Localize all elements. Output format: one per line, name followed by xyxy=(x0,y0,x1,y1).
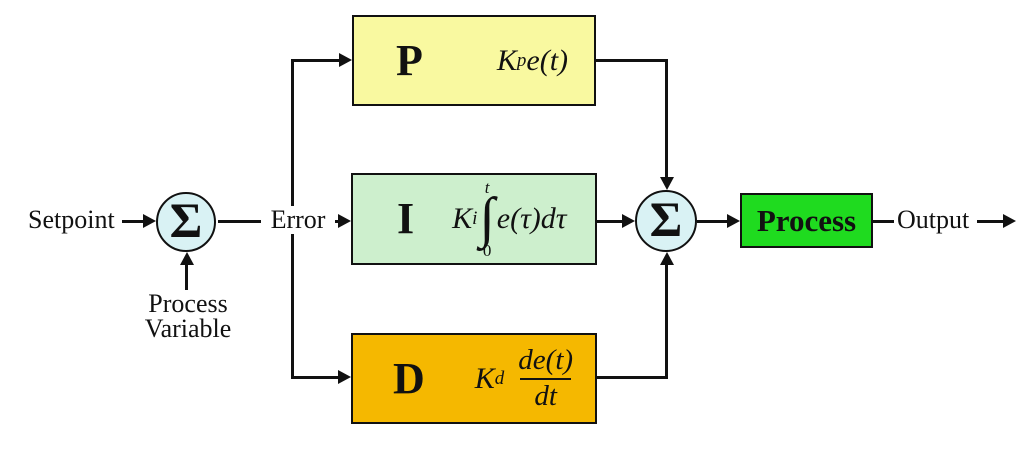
p-output-arrowhead-icon xyxy=(660,177,674,190)
d-output-line-vertical xyxy=(665,265,668,378)
process-variable-label: Process Variable xyxy=(116,289,260,343)
branch-to-d-line xyxy=(291,376,340,379)
pid-sum-junction: Σ xyxy=(635,190,697,252)
process-variable-line xyxy=(185,263,188,290)
i-gain: K xyxy=(452,202,473,235)
p-output-line-vertical xyxy=(665,59,668,178)
process-block: Process xyxy=(740,193,873,248)
derivative-numerator: de(t) xyxy=(518,344,574,377)
process-variable-arrowhead-icon xyxy=(180,252,194,265)
i-output-line xyxy=(595,220,623,223)
output-line xyxy=(977,220,1004,223)
d-output-arrowhead-icon xyxy=(660,252,674,265)
integral-upper-limit: t xyxy=(484,178,490,198)
output-arrowhead-icon xyxy=(1003,214,1016,228)
integral-sign: ∫ xyxy=(479,187,495,250)
p-expression: e(t) xyxy=(526,43,569,77)
setpoint-arrowhead-icon xyxy=(143,214,156,228)
error-to-i-arrowhead-icon xyxy=(338,214,351,228)
sum-to-process-line xyxy=(697,220,727,223)
d-output-line-horizontal xyxy=(594,376,668,379)
derivative-denominator: dt xyxy=(520,377,571,413)
error-label: Error xyxy=(261,206,335,234)
p-gain: K xyxy=(496,43,517,77)
sigma-symbol: Σ xyxy=(649,190,683,247)
d-gain: K xyxy=(474,361,495,395)
integral-sign-group: t∫0 xyxy=(479,179,494,259)
sigma-symbol: Σ xyxy=(169,191,203,248)
p-block-letter: P xyxy=(396,35,423,85)
branch-to-d-arrowhead-icon xyxy=(338,370,351,384)
i-expression: e(τ)dτ xyxy=(496,202,567,235)
error-sum-junction: Σ xyxy=(156,192,216,252)
output-label: Output xyxy=(897,205,970,234)
error-to-i-line xyxy=(330,220,341,223)
integral-lower-limit: 0 xyxy=(482,240,492,260)
process-output-line xyxy=(873,220,894,223)
setpoint-label: Setpoint xyxy=(28,205,115,234)
i-output-arrowhead-icon xyxy=(622,214,635,228)
p-output-line-horizontal xyxy=(594,59,668,62)
error-line xyxy=(218,220,262,223)
branch-to-p-line xyxy=(291,59,341,62)
derivative-fraction: de(t)dt xyxy=(513,344,578,413)
process-variable-label-line2: Variable xyxy=(144,314,232,343)
branch-to-p-arrowhead-icon xyxy=(339,53,352,67)
process-variable-label-line1: Process xyxy=(148,289,228,318)
process-block-label: Process xyxy=(756,202,857,238)
d-block-letter: D xyxy=(393,353,425,403)
i-block-letter: I xyxy=(397,194,415,243)
sum-to-process-arrowhead-icon xyxy=(727,214,740,228)
setpoint-line xyxy=(122,220,145,223)
